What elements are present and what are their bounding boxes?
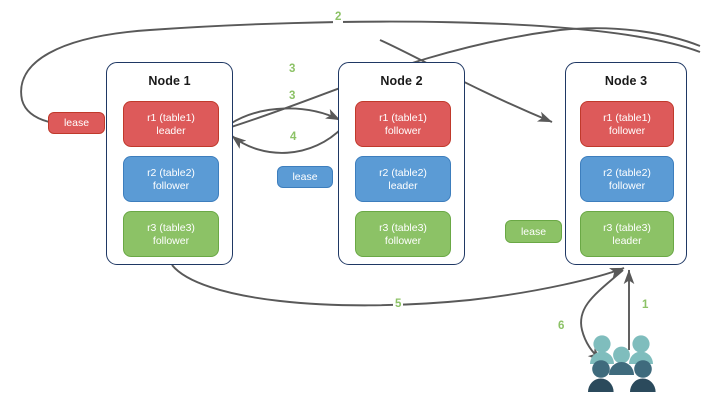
edge-step-3-upper — [227, 27, 701, 129]
step-label-3-upper: 3 — [287, 63, 298, 76]
replica-name: r1 (table1) — [603, 111, 651, 124]
replica-role: follower — [608, 179, 646, 192]
node-3-title: Node 3 — [604, 74, 648, 88]
replica-name: r2 (table2) — [603, 166, 651, 179]
replica-name: r3 (table3) — [379, 221, 427, 234]
step-label-2: 2 — [333, 11, 344, 24]
node-2-title: Node 2 — [380, 74, 423, 88]
replica-role: follower — [608, 124, 646, 137]
node-3[interactable]: Node 3 r1 (table1) follower r2 (table2) … — [565, 62, 687, 265]
edge-step-3-node1-to-node2 — [229, 107, 341, 125]
node-3-replica-r3[interactable]: r3 (table3) leader — [580, 211, 674, 257]
edge-step-4-node2-to-node1 — [231, 125, 345, 154]
replica-role: follower — [384, 234, 422, 247]
edge-step-2 — [20, 20, 701, 131]
node-1-replica-r2[interactable]: r2 (table2) follower — [123, 156, 219, 202]
replica-role: follower — [152, 179, 190, 192]
people-front-row — [588, 360, 656, 392]
replica-role: follower — [384, 124, 422, 137]
edge-step-5 — [171, 264, 625, 307]
node-3-replica-r1[interactable]: r1 (table1) follower — [580, 101, 674, 147]
replica-name: r2 (table2) — [379, 166, 427, 179]
node-3-replica-r2[interactable]: r2 (table2) follower — [580, 156, 674, 202]
replica-role: leader — [156, 124, 186, 137]
replica-role: follower — [152, 234, 190, 247]
node-1-replica-r3[interactable]: r3 (table3) follower — [123, 211, 219, 257]
replica-name: r2 (table2) — [147, 166, 195, 179]
node-1-replica-r1[interactable]: r1 (table1) leader — [123, 101, 219, 147]
node-1-title: Node 1 — [148, 74, 191, 88]
step-label-1: 1 — [640, 299, 651, 312]
lease-label: lease — [520, 225, 547, 238]
lease-label: lease — [292, 171, 318, 183]
step-label-6: 6 — [556, 320, 567, 333]
step-label-4: 4 — [288, 131, 299, 144]
replica-name: r3 (table3) — [603, 221, 651, 234]
replica-name: r3 (table3) — [147, 221, 195, 234]
node-2-replica-r3[interactable]: r3 (table3) follower — [355, 211, 451, 257]
replica-role: leader — [388, 179, 418, 192]
lease-label: lease — [63, 117, 90, 129]
node-2[interactable]: Node 2 r1 (table1) follower r2 (table2) … — [338, 62, 465, 265]
replica-name: r1 (table1) — [379, 111, 427, 124]
node-2-replica-r1[interactable]: r1 (table1) follower — [355, 101, 451, 147]
node-1[interactable]: Node 1 r1 (table1) leader r2 (table2) fo… — [106, 62, 233, 265]
people-back-row — [590, 335, 653, 364]
replica-role: leader — [612, 234, 642, 247]
step-label-3-lower: 3 — [287, 90, 298, 103]
lease-chip-blue[interactable]: lease — [277, 166, 333, 188]
lease-chip-green[interactable]: lease — [505, 220, 562, 243]
node-2-replica-r2[interactable]: r2 (table2) leader — [355, 156, 451, 202]
step-label-5: 5 — [393, 298, 404, 311]
replica-name: r1 (table1) — [147, 111, 195, 124]
